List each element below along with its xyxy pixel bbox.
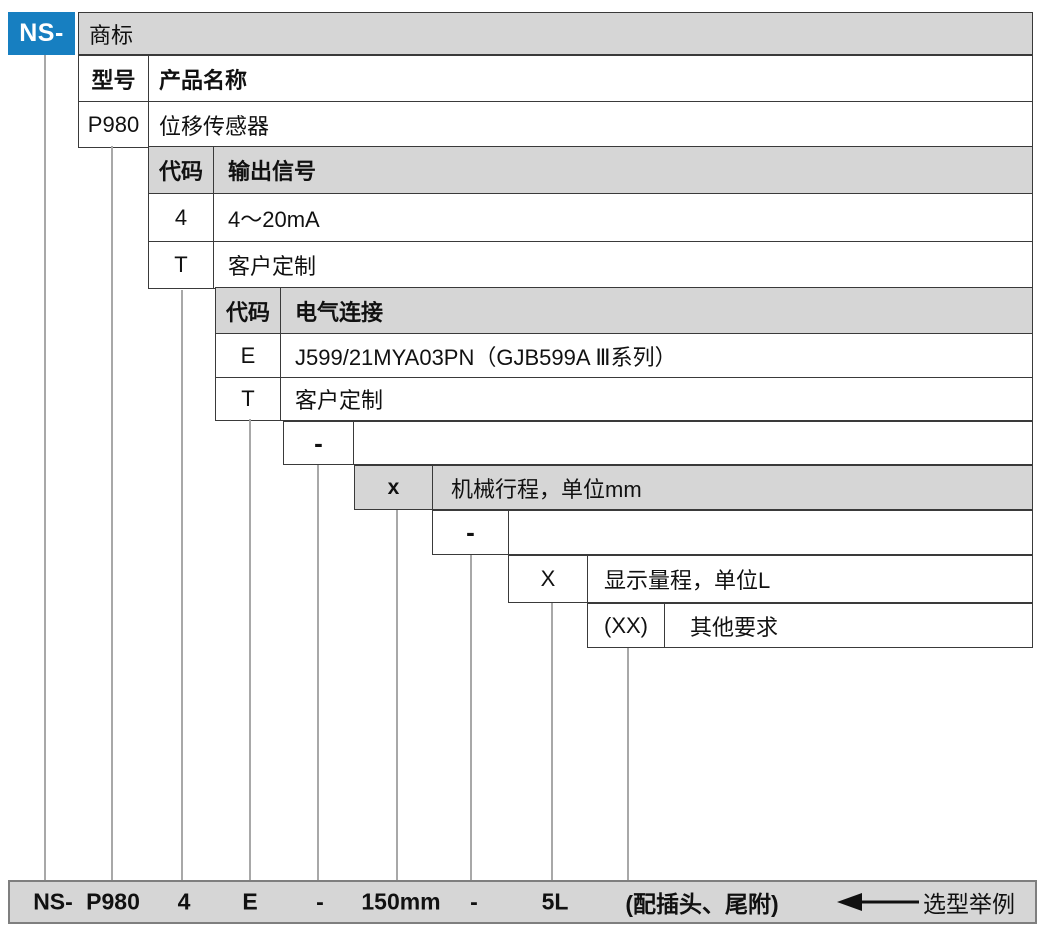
connection-header-code: 代码 (216, 288, 281, 333)
example-part-connector: E (242, 888, 258, 915)
brand-code: NS- (19, 19, 64, 47)
stroke-code: x (355, 466, 433, 509)
signal-name-4: 4～20mA (228, 206, 320, 232)
model-code: P980 (79, 102, 149, 147)
model-table: 型号 产品名称 P980 位移传感器 (78, 55, 1033, 148)
signal-code-t: T (149, 242, 214, 288)
other-code: (XX) (588, 604, 665, 647)
example-part-signal: 4 (177, 888, 191, 915)
signal-header-code: 代码 (149, 147, 214, 193)
separator-2-code: - (433, 511, 509, 554)
example-part-other: (配插头、尾附) (625, 891, 779, 917)
connection-name-e: J599/21MYA03PN（GJB599A Ⅲ系列） (295, 344, 677, 370)
connector-line-dash2 (470, 555, 472, 880)
left-arrow-line (859, 900, 919, 904)
example-bar: NS- P980 4 E - 150mm - 5L (配插头、尾附) 选型举例 (8, 880, 1037, 924)
connection-code-e: E (216, 334, 281, 377)
signal-row-t: T 客户定制 (149, 241, 1032, 288)
model-header-code: 型号 (79, 56, 149, 101)
model-header-name: 产品名称 (159, 67, 248, 93)
stroke-label: 机械行程，单位mm (451, 476, 642, 502)
connection-row-t: T 客户定制 (216, 377, 1032, 420)
model-row-p980: P980 位移传感器 (79, 101, 1032, 147)
signal-header-row: 代码 输出信号 (149, 147, 1032, 193)
connection-name-t: 客户定制 (295, 388, 384, 413)
connector-line-brand (44, 55, 46, 880)
separator-1-empty-cell (354, 422, 1032, 464)
model-header-row: 型号 产品名称 (79, 56, 1032, 101)
signal-row-4: 4 4～20mA (149, 193, 1032, 241)
left-arrow-icon (837, 893, 862, 911)
connection-row-e: E J599/21MYA03PN（GJB599A Ⅲ系列） (216, 333, 1032, 377)
connector-line-signal (181, 290, 183, 880)
example-part-dash1: - (316, 888, 324, 915)
model-name: 位移传感器 (159, 113, 270, 139)
example-part-stroke: 150mm (361, 888, 441, 915)
connector-line-range (551, 603, 553, 880)
other-label: 其他要求 (690, 614, 779, 640)
separator-row-2: - (432, 510, 1033, 555)
example-part-brand: NS- (33, 888, 73, 915)
range-label: 显示量程，单位L (604, 568, 771, 593)
trademark-label: 商标 (89, 22, 134, 48)
connector-line-model (111, 146, 113, 880)
connector-line-stroke (396, 510, 398, 880)
signal-code-4: 4 (149, 194, 214, 241)
connector-line-connection (249, 419, 251, 880)
signal-name-t: 客户定制 (228, 254, 317, 279)
connection-header-row: 代码 电气连接 (216, 288, 1032, 333)
example-part-model: P980 (86, 888, 140, 915)
connector-line-other (627, 648, 629, 880)
separator-row-1: - (283, 421, 1033, 465)
example-part-dash2: - (470, 888, 478, 915)
range-code: X (509, 556, 588, 602)
connection-header-name: 电气连接 (295, 299, 384, 325)
other-requirements-row: (XX) 其他要求 (587, 603, 1033, 648)
connection-code-t: T (216, 378, 281, 420)
brand-code-box: NS- (8, 12, 75, 55)
display-range-row: X 显示量程，单位L (508, 555, 1033, 603)
separator-1-code: - (284, 422, 354, 464)
example-caption: 选型举例 (923, 891, 1015, 917)
signal-header-name: 输出信号 (228, 159, 317, 184)
trademark-cell: 商标 (78, 12, 1033, 55)
electrical-connection-table: 代码 电气连接 E J599/21MYA03PN（GJB599A Ⅲ系列） T … (215, 287, 1033, 421)
connector-line-dash1 (317, 465, 319, 880)
mechanical-stroke-row: x 机械行程，单位mm (354, 465, 1033, 510)
example-part-range: 5L (541, 888, 569, 915)
separator-2-empty-cell (509, 511, 1032, 554)
output-signal-table: 代码 输出信号 4 4～20mA T 客户定制 (148, 146, 1033, 289)
